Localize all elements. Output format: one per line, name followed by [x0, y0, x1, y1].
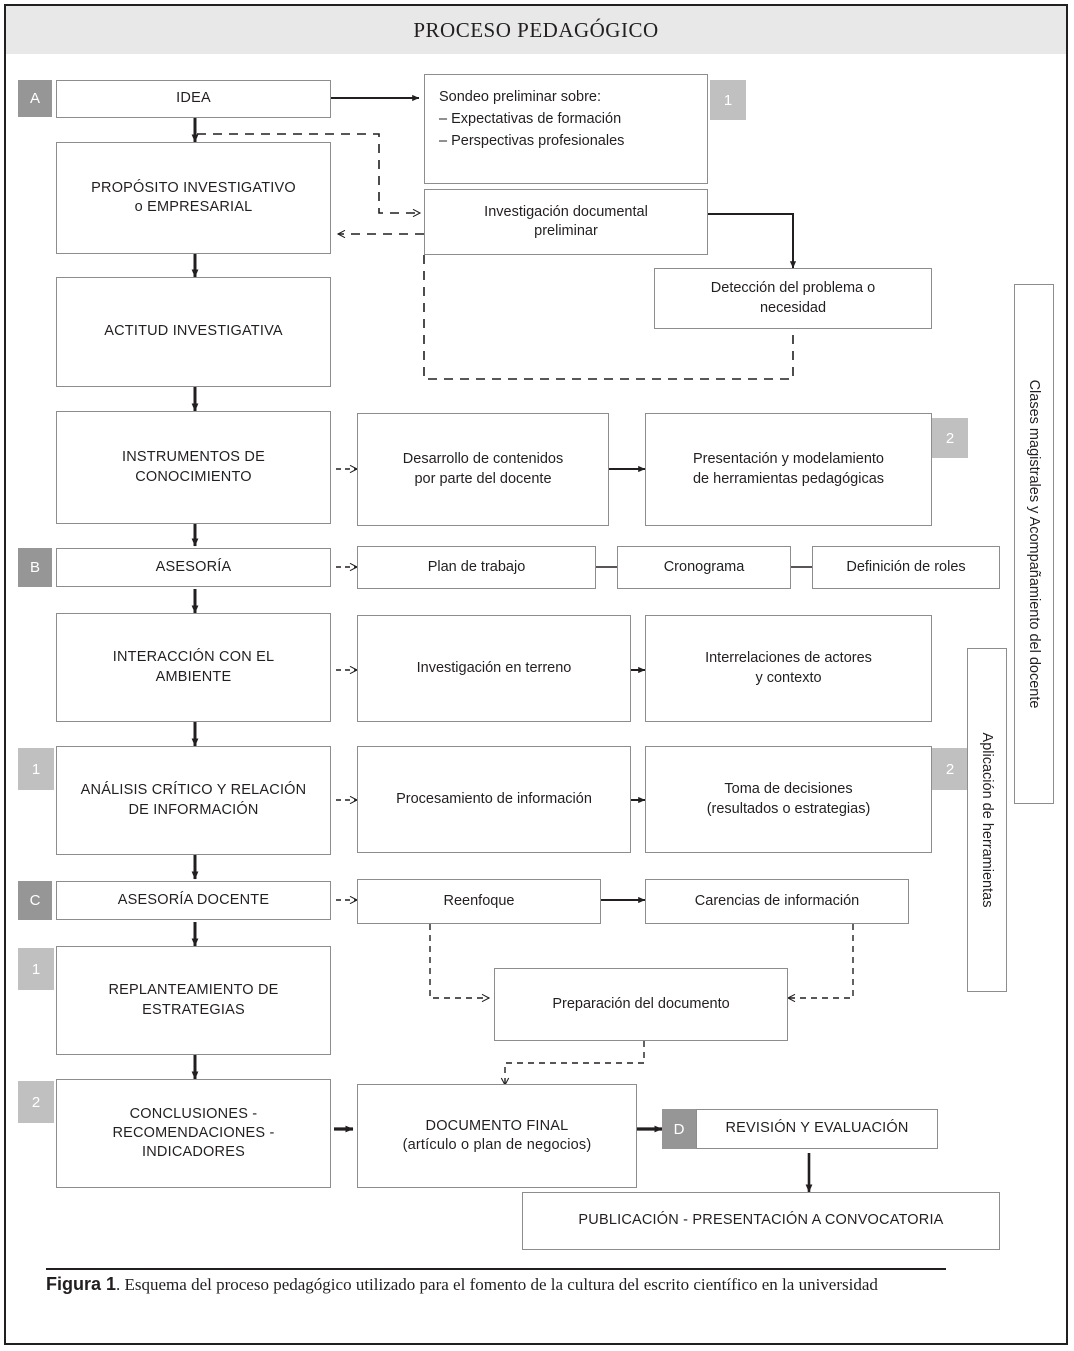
badge-2-toma: 2 — [932, 748, 968, 790]
node-asesoria-docente[interactable]: ASESORÍA DOCENTE — [56, 881, 331, 920]
node-plan-trabajo[interactable]: Plan de trabajo — [357, 546, 596, 589]
figure-caption: Figura 1. Esquema del proceso pedagógico… — [46, 1272, 946, 1297]
node-carencias-informacion[interactable]: Carencias de información — [645, 879, 909, 924]
badge-c: C — [18, 881, 52, 920]
caption-label: Figura 1 — [46, 1274, 117, 1294]
node-preparacion-documento[interactable]: Preparación del documento — [494, 968, 788, 1041]
figure-header-band: PROCESO PEDAGÓGICO — [6, 6, 1066, 54]
node-investigacion-terreno[interactable]: Investigación en terreno — [357, 615, 631, 722]
node-reenfoque[interactable]: Reenfoque — [357, 879, 601, 924]
badge-1-replanteamiento: 1 — [18, 948, 54, 990]
badge-1-sondeo: 1 — [710, 80, 746, 120]
node-conclusiones[interactable]: CONCLUSIONES -RECOMENDACIONES -INDICADOR… — [56, 1079, 331, 1188]
node-revision-evaluacion[interactable]: REVISIÓN Y EVALUACIÓN — [696, 1109, 938, 1149]
badge-d: D — [662, 1109, 696, 1149]
badge-a: A — [18, 80, 52, 117]
bracket-aplicacion-herramientas: Aplicación de herramientas — [967, 648, 1007, 992]
caption-divider — [46, 1268, 946, 1270]
page-title: PROCESO PEDAGÓGICO — [413, 17, 659, 42]
node-procesamiento-informacion[interactable]: Procesamiento de información — [357, 746, 631, 853]
figure-outer-frame — [4, 4, 1068, 1345]
bracket-aplicacion-label: Aplicación de herramientas — [979, 732, 995, 908]
node-sondeo-preliminar[interactable]: Sondeo preliminar sobre:– Expectativas d… — [424, 74, 708, 184]
badge-2-conclusiones: 2 — [18, 1081, 54, 1123]
node-actitud[interactable]: ACTITUD INVESTIGATIVA — [56, 277, 331, 387]
bracket-clases-magistrales: Clases magistrales y Acompañamiento del … — [1014, 284, 1054, 804]
badge-2-presentacion: 2 — [932, 418, 968, 458]
node-cronograma[interactable]: Cronograma — [617, 546, 791, 589]
node-asesoria[interactable]: ASESORÍA — [56, 548, 331, 587]
node-documento-final[interactable]: DOCUMENTO FINAL(artículo o plan de negoc… — [357, 1084, 637, 1188]
badge-b: B — [18, 548, 52, 587]
node-idea[interactable]: IDEA — [56, 80, 331, 118]
node-toma-decisiones[interactable]: Toma de decisiones(resultados o estrateg… — [645, 746, 932, 853]
caption-text: . Esquema del proceso pedagógico utiliza… — [116, 1275, 878, 1294]
node-definicion-roles[interactable]: Definición de roles — [812, 546, 1000, 589]
node-publicacion[interactable]: PUBLICACIÓN - PRESENTACIÓN A CONVOCATORI… — [522, 1192, 1000, 1250]
badge-1-analisis: 1 — [18, 748, 54, 790]
bracket-clases-label: Clases magistrales y Acompañamiento del … — [1026, 379, 1042, 709]
